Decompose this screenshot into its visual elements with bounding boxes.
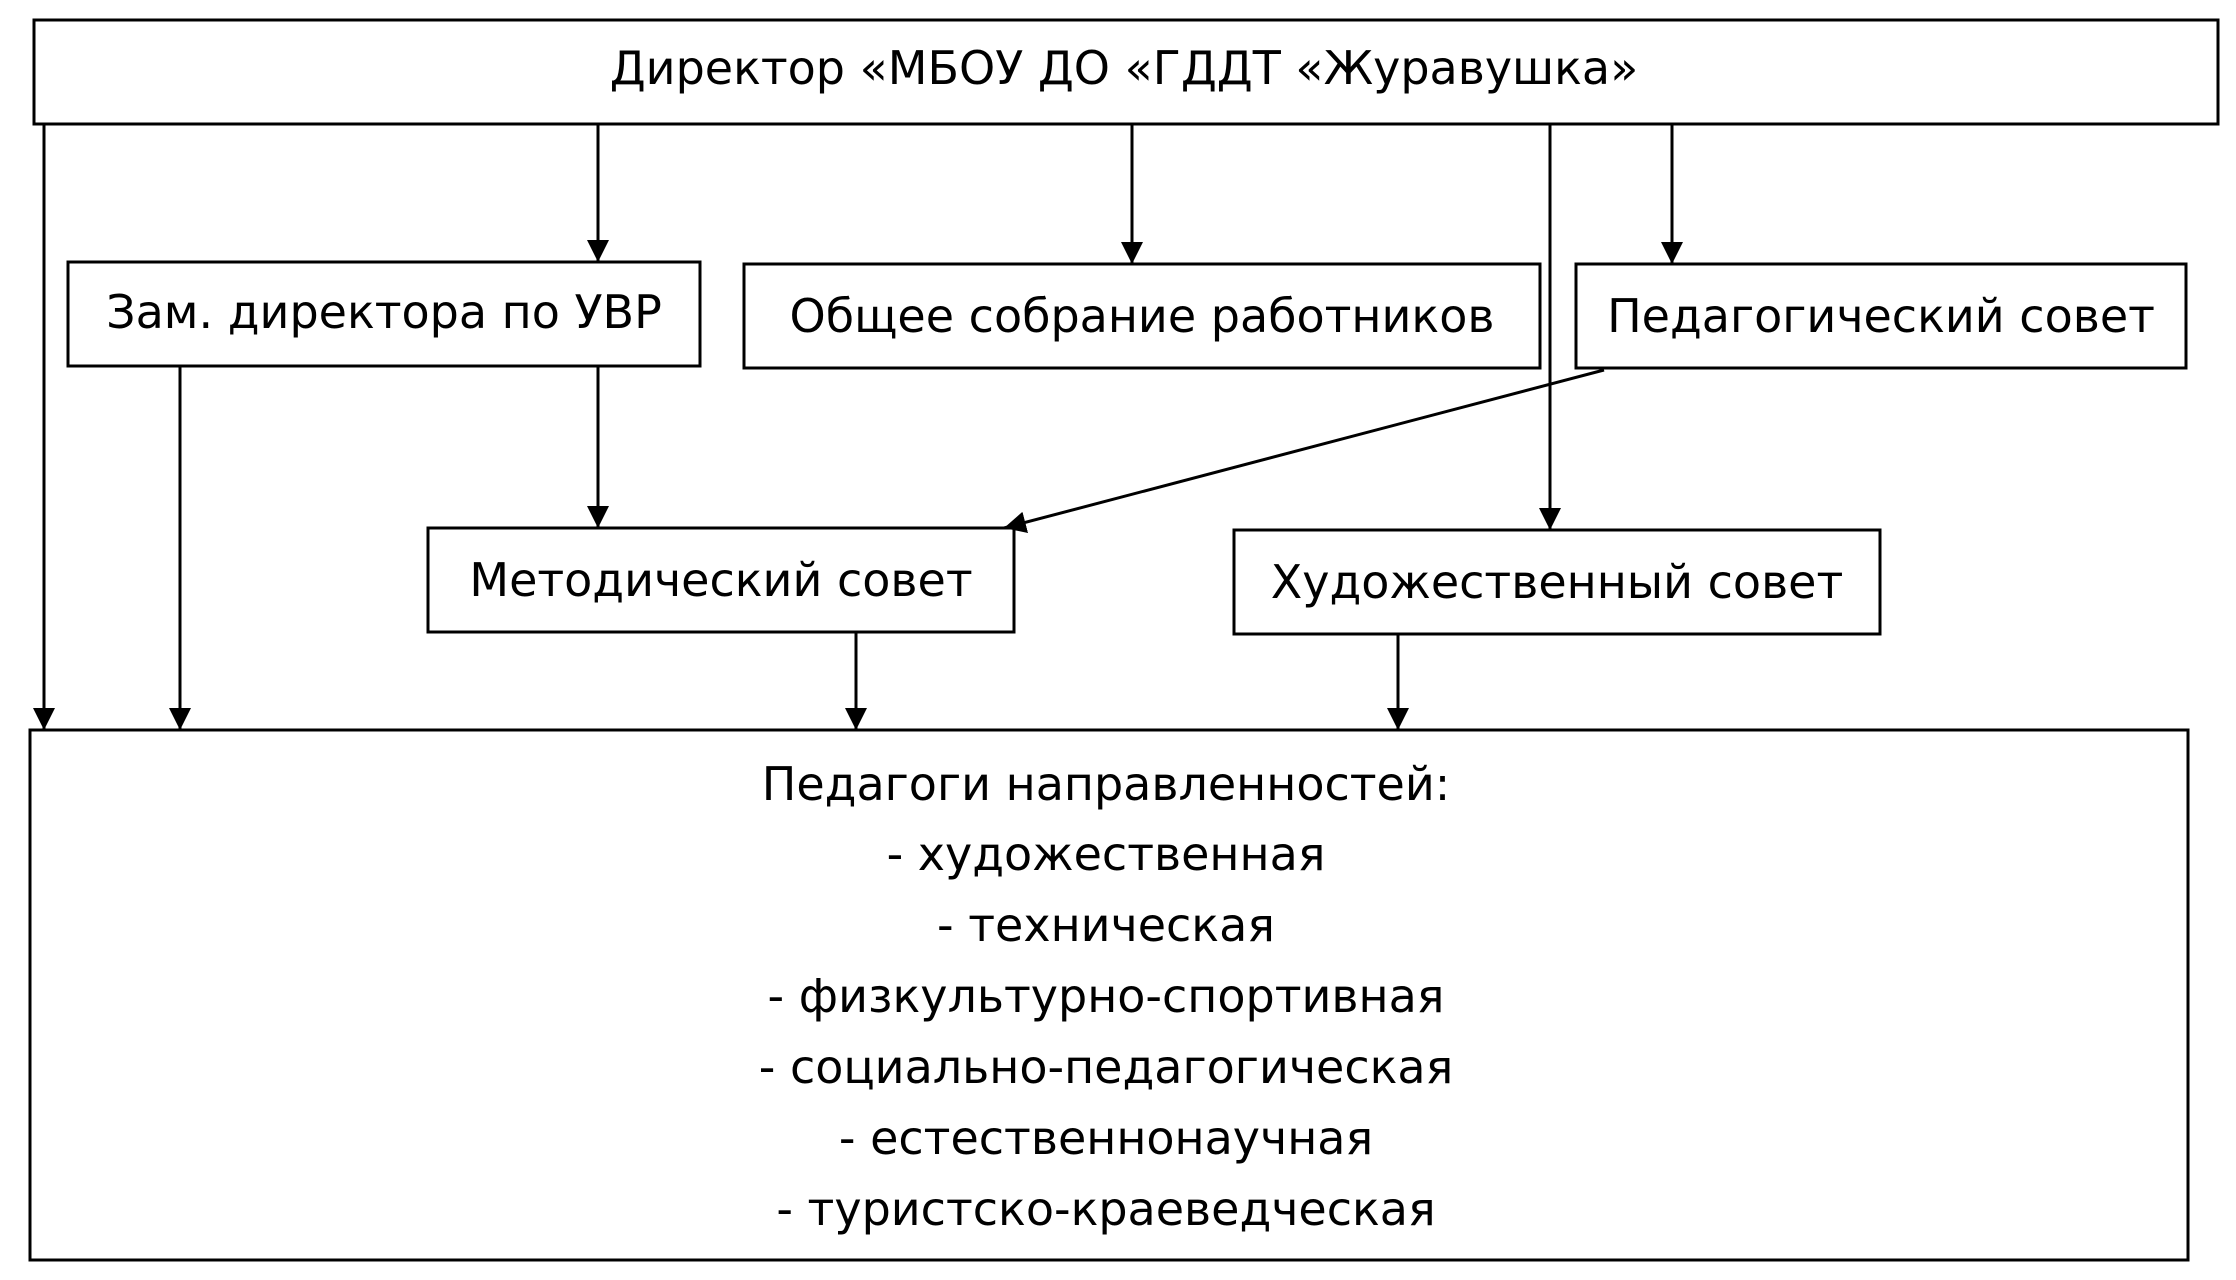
arrow-pedagogical-to-methodical-council [1003, 368, 1605, 534]
pedagogical-council-label: Педагогический совет [1607, 289, 2155, 343]
methodical-council-label: Методический совет [469, 553, 972, 607]
teachers-item-sports: - физкультурно-спортивная [768, 969, 1445, 1023]
art-council-node: Художественный совет [1232, 528, 1882, 636]
pedagogical-council-node: Педагогический совет [1574, 262, 2188, 370]
director-node: Директор «МБОУ ДО «ГДДТ «Журавушка» [32, 18, 2220, 126]
teachers-item-social: - социально-педагогическая [759, 1040, 1454, 1094]
methodical-council-node: Методический совет [426, 526, 1016, 634]
deputy-node: Зам. директора по УВР [66, 260, 702, 368]
deputy-label: Зам. директора по УВР [106, 285, 662, 339]
teachers-item-science: - естественнонаучная [839, 1111, 1373, 1165]
teachers-title: Педагоги направленностей: [762, 757, 1451, 811]
general-meeting-label: Общее собрание работников [790, 289, 1495, 343]
teachers-item-art: - художественная [887, 827, 1326, 881]
teachers-item-technical: - техническая [937, 898, 1275, 952]
director-label: Директор «МБОУ ДО «ГДДТ «Журавушка» [610, 41, 1639, 95]
general-meeting-node: Общее собрание работников [742, 262, 1542, 370]
teachers-item-tourism: - туристско-краеведческая [776, 1182, 1435, 1236]
teachers-node: Педагоги направленностей: - художественн… [28, 728, 2190, 1262]
art-council-label: Художественный совет [1271, 555, 1844, 609]
